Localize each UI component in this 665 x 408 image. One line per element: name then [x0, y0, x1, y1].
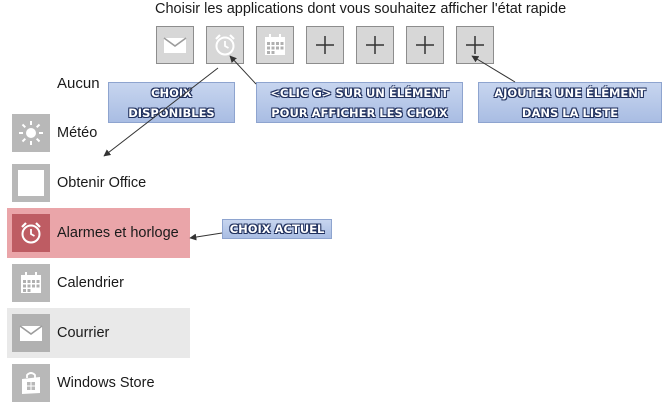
callout-ajouter-element: AJOUTER UNE ÉLÉMENT DANS LA LISTE [478, 82, 662, 123]
callout-choix-actuel: CHOIX ACTUEL [222, 219, 332, 239]
plus-icon [466, 36, 484, 54]
choice-item-obtenir-office[interactable]: Obtenir Office [7, 158, 190, 208]
slot-7-add[interactable] [456, 26, 494, 64]
choice-item-label: Alarmes et horloge [57, 225, 179, 241]
slot-2-alarm[interactable] [206, 26, 244, 64]
mail-icon [163, 37, 187, 53]
choice-item-label: Obtenir Office [57, 175, 147, 191]
slot-1-mail[interactable] [156, 26, 194, 64]
callout-choix-disponibles: CHOIX DISPONIBLES [108, 82, 235, 123]
office-icon [18, 170, 44, 196]
slot-4-add[interactable] [306, 26, 344, 64]
calendar-icon [21, 272, 41, 293]
page-title: Choisir les applications dont vous souha… [155, 1, 567, 17]
choice-item-meteo[interactable]: Météo [7, 108, 190, 158]
alarm-clock-icon [215, 34, 235, 56]
slot-6-add[interactable] [406, 26, 444, 64]
mail-icon [19, 325, 43, 341]
alarm-clock-icon [21, 222, 41, 244]
choice-item-label: Météo [57, 125, 98, 141]
plus-icon [316, 36, 334, 54]
slot-3-calendar[interactable] [256, 26, 294, 64]
callout-clic-element: <CLIC G> SUR UN ÉLÉMENT POUR AFFICHER LE… [256, 82, 463, 123]
choice-none[interactable]: Aucun [57, 75, 100, 92]
choice-item-calendrier[interactable]: Calendrier [7, 258, 190, 308]
plus-icon [366, 36, 384, 54]
arrow-to-current-choice [189, 232, 223, 241]
calendar-icon [265, 34, 285, 55]
choice-item-label: Courrier [57, 325, 110, 341]
choice-item-label: Calendrier [57, 275, 124, 291]
choice-item-courrier[interactable]: Courrier [7, 308, 190, 358]
sun-icon [19, 121, 43, 145]
choice-item-alarmes-horloge[interactable]: Alarmes et horloge [7, 208, 190, 258]
choice-item-label: Windows Store [57, 375, 155, 391]
slot-5-add[interactable] [356, 26, 394, 64]
choice-item-windows-store[interactable]: Windows Store [7, 358, 190, 408]
plus-icon [416, 36, 434, 54]
store-icon [22, 372, 40, 394]
